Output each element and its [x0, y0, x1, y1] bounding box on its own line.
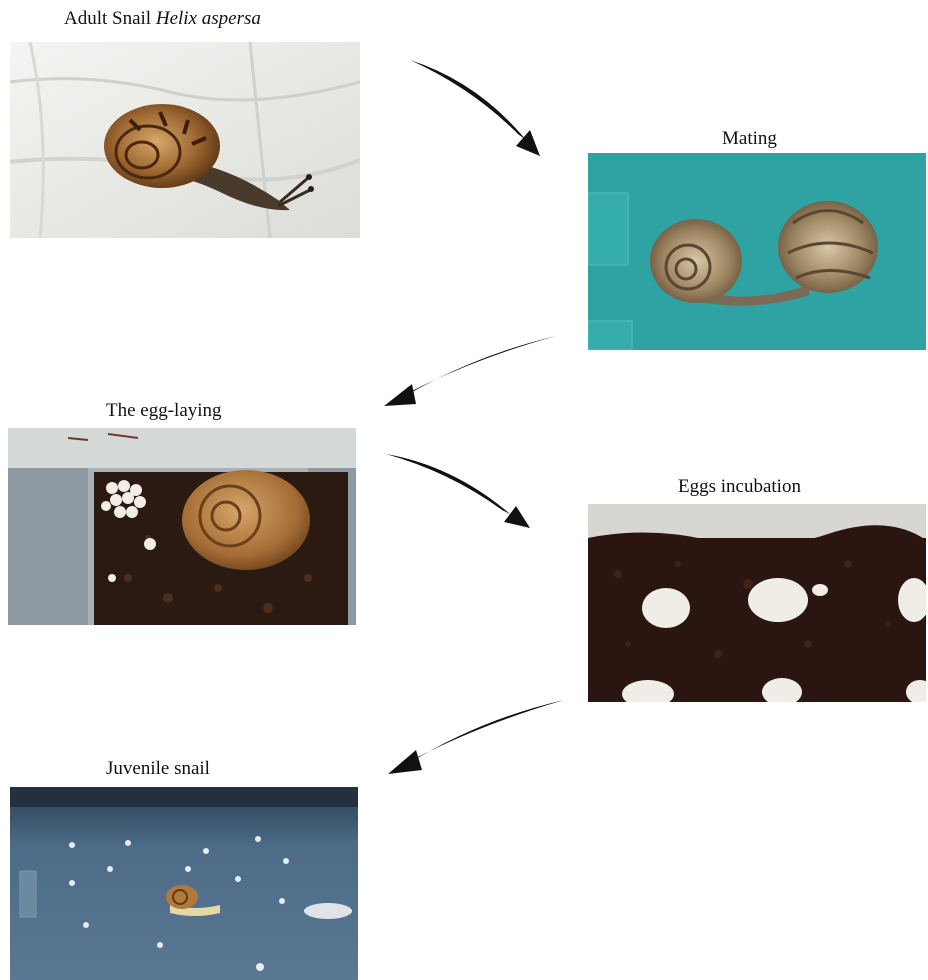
caption-mating: Mating: [722, 128, 777, 150]
arrow-adult-to-mating: [408, 58, 548, 158]
photo-eggs-incubation: [588, 504, 926, 702]
caption-species-name: Helix aspersa: [156, 8, 261, 29]
photo-adult-snail: [10, 42, 360, 238]
egg-laying-image: [8, 428, 356, 625]
adult-snail-image: [10, 42, 360, 238]
photo-juvenile-snail: [10, 787, 358, 980]
photo-egg-laying: [8, 428, 356, 625]
eggs-incubation-image: [588, 504, 926, 702]
caption-eggs-incubation: Eggs incubation: [678, 476, 801, 498]
arrow-mating-to-egg-laying: [382, 334, 558, 408]
caption-adult-snail: Adult Snail Helix aspersa: [64, 8, 261, 30]
photo-mating: [588, 153, 926, 350]
arrow-egg-laying-to-incubation: [384, 452, 534, 530]
arrow-incubation-to-juvenile: [386, 698, 566, 776]
mating-snails-image: [588, 153, 926, 350]
caption-adult-snail-text: Adult Snail: [64, 8, 156, 29]
caption-juvenile-snail: Juvenile snail: [106, 758, 210, 780]
caption-egg-laying: The egg-laying: [106, 400, 222, 422]
juvenile-snail-image: [10, 787, 358, 980]
